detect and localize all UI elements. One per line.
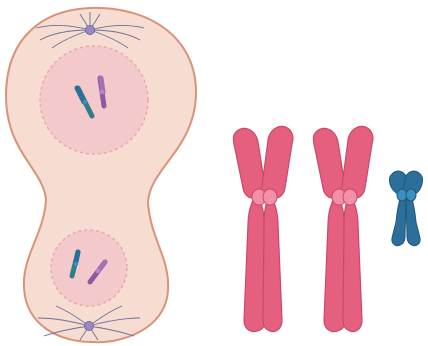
chromosome-1 <box>233 126 293 331</box>
upper-nucleus <box>40 46 148 154</box>
dividing-cell-icon <box>6 8 196 342</box>
chromosome-2 <box>313 126 373 331</box>
small-chromosome-icon <box>389 171 422 246</box>
large-chromosome-icon <box>233 126 373 331</box>
lower-nucleus <box>51 230 127 306</box>
